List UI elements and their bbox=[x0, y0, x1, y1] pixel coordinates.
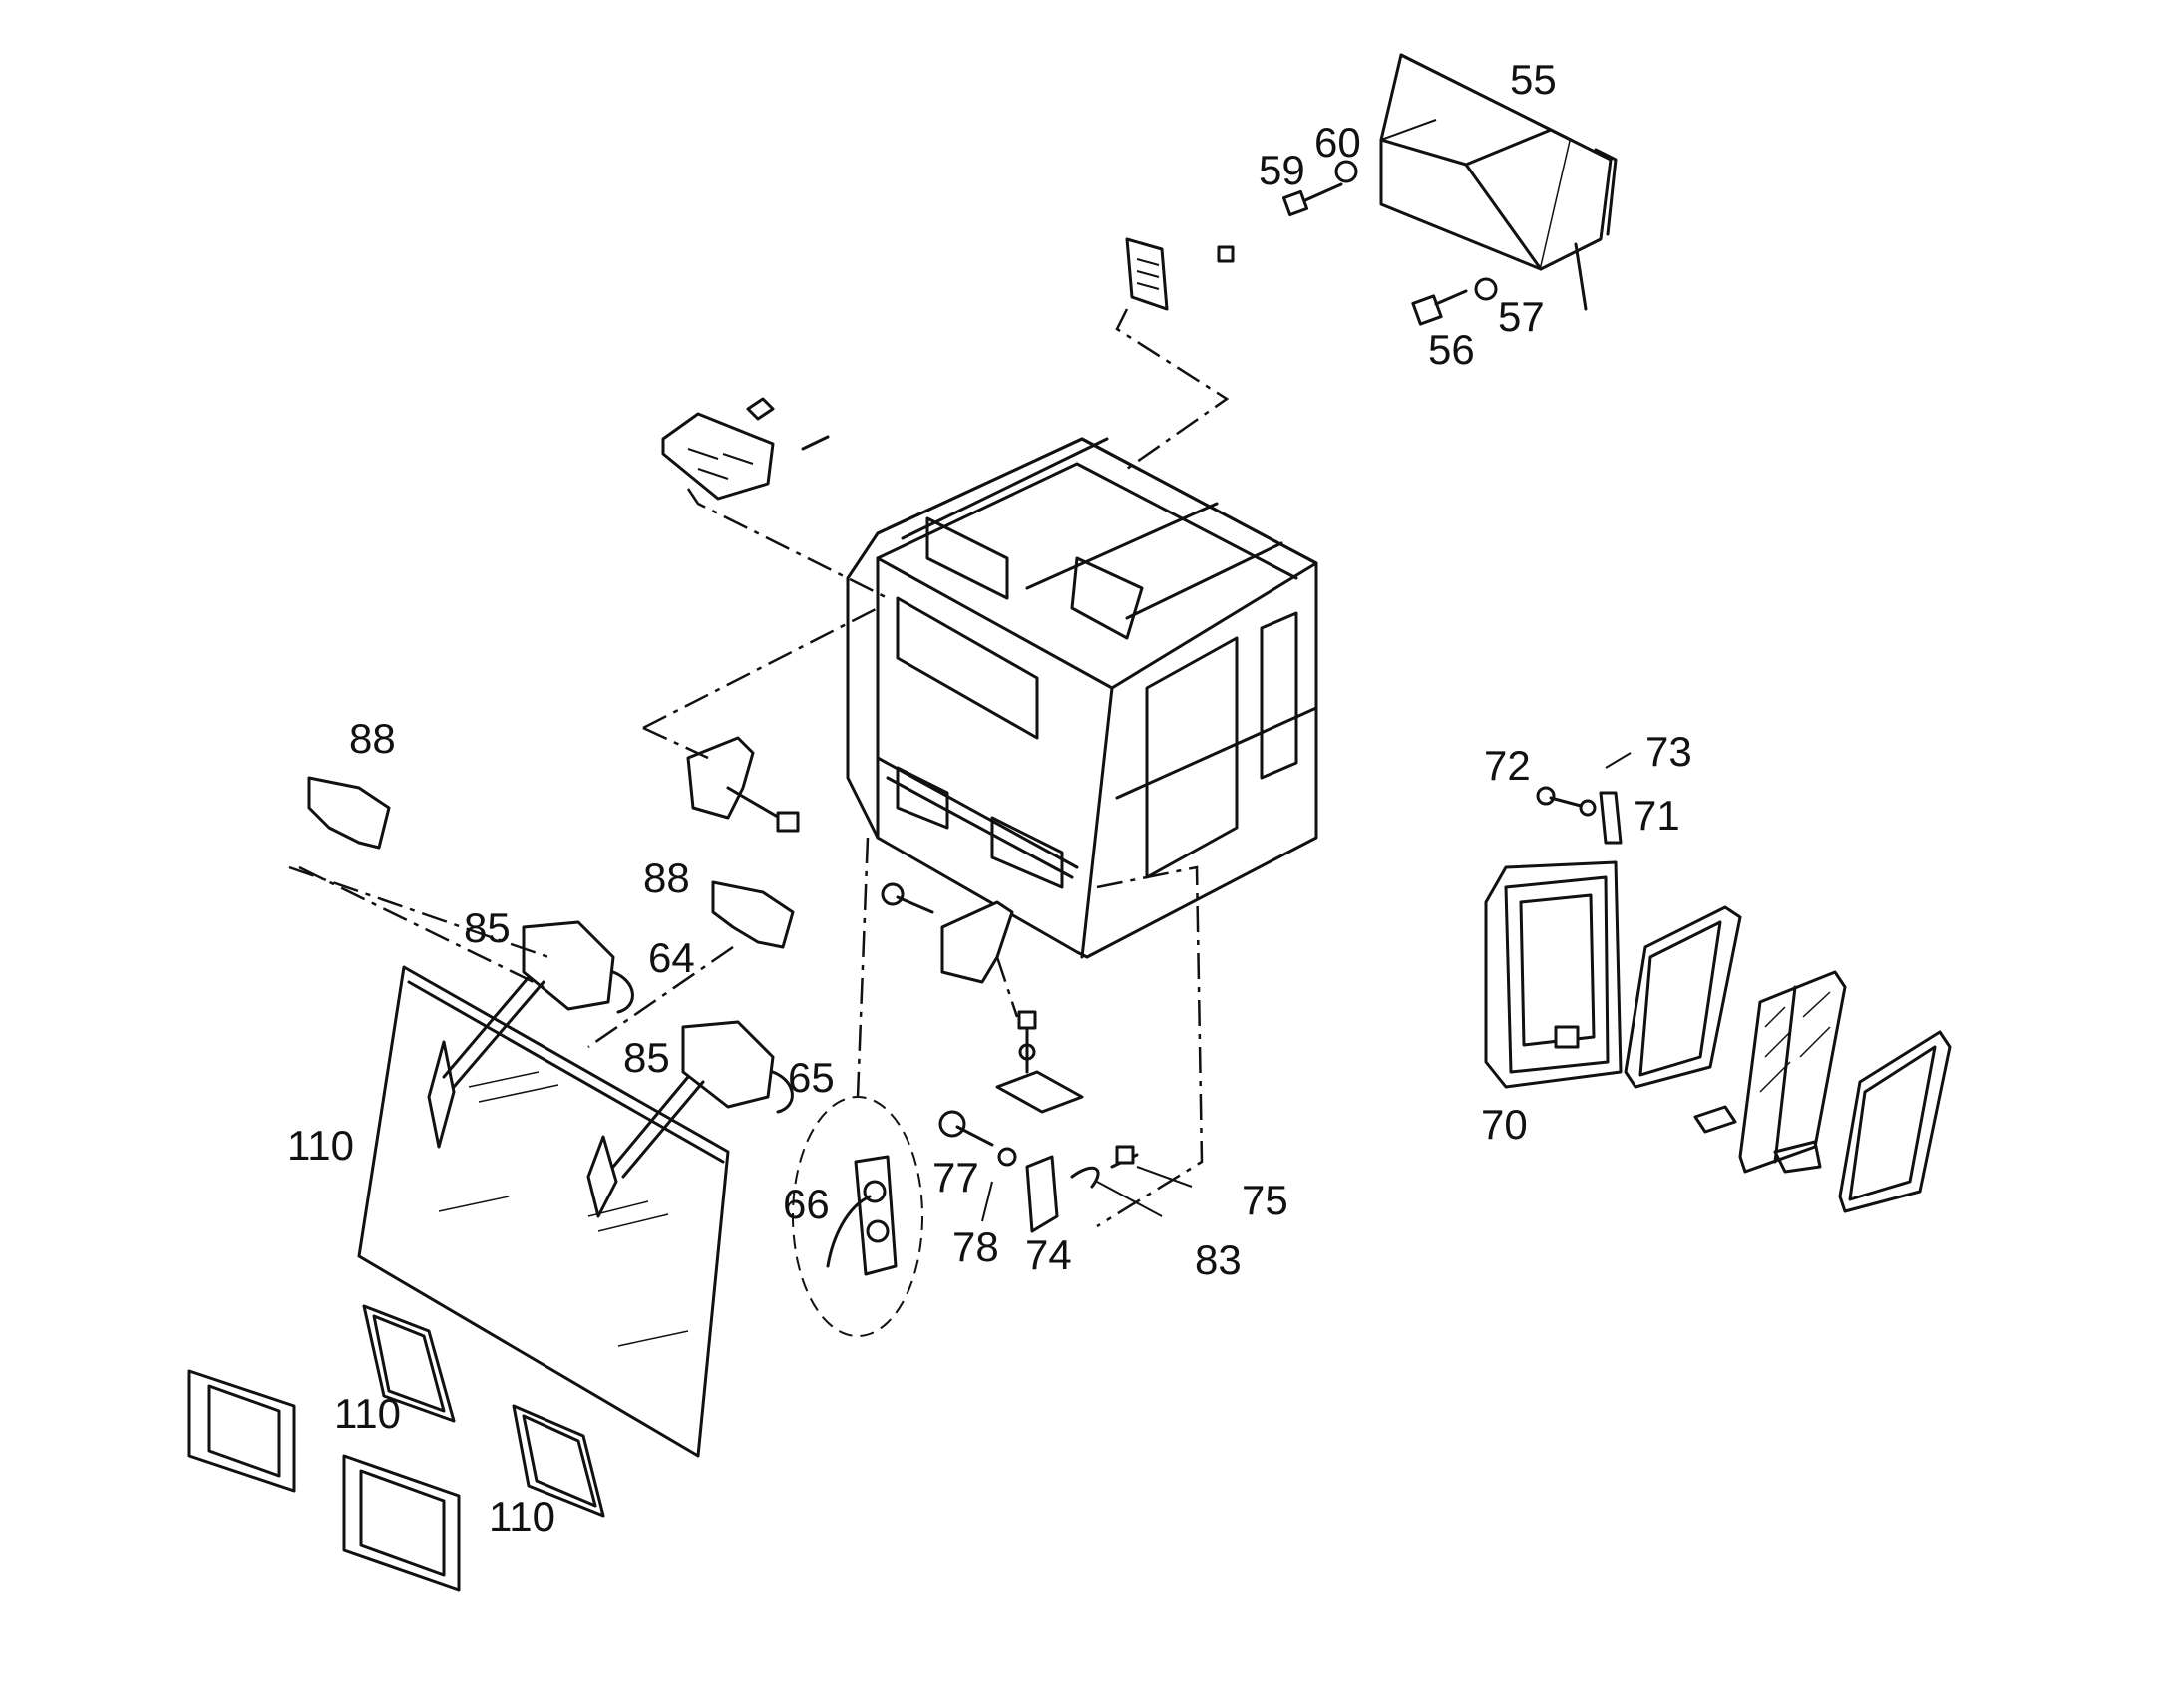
callout-74: 74 bbox=[1025, 1231, 1072, 1278]
callout-55: 55 bbox=[1510, 56, 1557, 103]
callout-110-windshield: 110 bbox=[287, 1122, 354, 1169]
callout-59: 59 bbox=[1259, 147, 1305, 193]
callout-70: 70 bbox=[1481, 1101, 1528, 1148]
door-part bbox=[1484, 860, 1623, 1089]
callout-73: 73 bbox=[1645, 728, 1692, 775]
callout-83: 83 bbox=[1195, 1236, 1242, 1283]
windshield-part bbox=[357, 965, 730, 1458]
wiper-motor-right-part bbox=[586, 1020, 794, 1218]
callout-75: 75 bbox=[1242, 1177, 1288, 1223]
window-frame-a bbox=[187, 1369, 296, 1493]
cab-frame-part bbox=[846, 437, 1318, 959]
callout-60: 60 bbox=[1314, 119, 1361, 166]
bracket-88-left bbox=[307, 776, 391, 850]
callout-labels: 55 60 59 57 56 88 88 85 64 85 65 110 66 … bbox=[287, 56, 1692, 1539]
bolt-56-part bbox=[1411, 277, 1498, 326]
hinge-71-part bbox=[1536, 786, 1623, 845]
grille-part bbox=[1125, 237, 1235, 311]
callout-77: 77 bbox=[932, 1154, 979, 1200]
callout-88-left: 88 bbox=[349, 715, 396, 762]
callout-71: 71 bbox=[1634, 792, 1680, 839]
callout-64: 64 bbox=[648, 934, 695, 981]
window-frame-b bbox=[342, 1454, 461, 1592]
hinge-assembly-part bbox=[938, 1110, 1139, 1233]
plate-part bbox=[995, 1010, 1084, 1114]
storage-box-part bbox=[1379, 53, 1618, 311]
callout-65: 65 bbox=[788, 1054, 835, 1101]
small-window-b bbox=[512, 1404, 605, 1518]
callout-88-right: 88 bbox=[643, 854, 690, 901]
callout-66: 66 bbox=[783, 1181, 830, 1227]
callout-110-small-a: 110 bbox=[334, 1390, 401, 1437]
callout-85-left: 85 bbox=[464, 904, 511, 951]
assembly-lines bbox=[288, 308, 1230, 1228]
bolt-59-part bbox=[1281, 160, 1358, 217]
callout-110-small-b: 110 bbox=[489, 1493, 555, 1539]
wiper-motor-left-part bbox=[427, 920, 634, 1149]
bracket-part bbox=[661, 397, 830, 501]
callout-57: 57 bbox=[1498, 293, 1545, 340]
door-window-2 bbox=[1693, 970, 1847, 1174]
callout-85-right: 85 bbox=[623, 1034, 670, 1081]
callout-56: 56 bbox=[1428, 326, 1475, 373]
door-window-1 bbox=[1624, 905, 1742, 1089]
callout-72: 72 bbox=[1484, 742, 1531, 789]
leader-lines bbox=[981, 119, 1632, 1222]
callout-78: 78 bbox=[952, 1223, 999, 1270]
door-window-3 bbox=[1838, 1030, 1952, 1213]
mount-block-left bbox=[686, 736, 800, 833]
small-window-a bbox=[362, 1304, 456, 1423]
bracket-88-right bbox=[711, 880, 795, 949]
